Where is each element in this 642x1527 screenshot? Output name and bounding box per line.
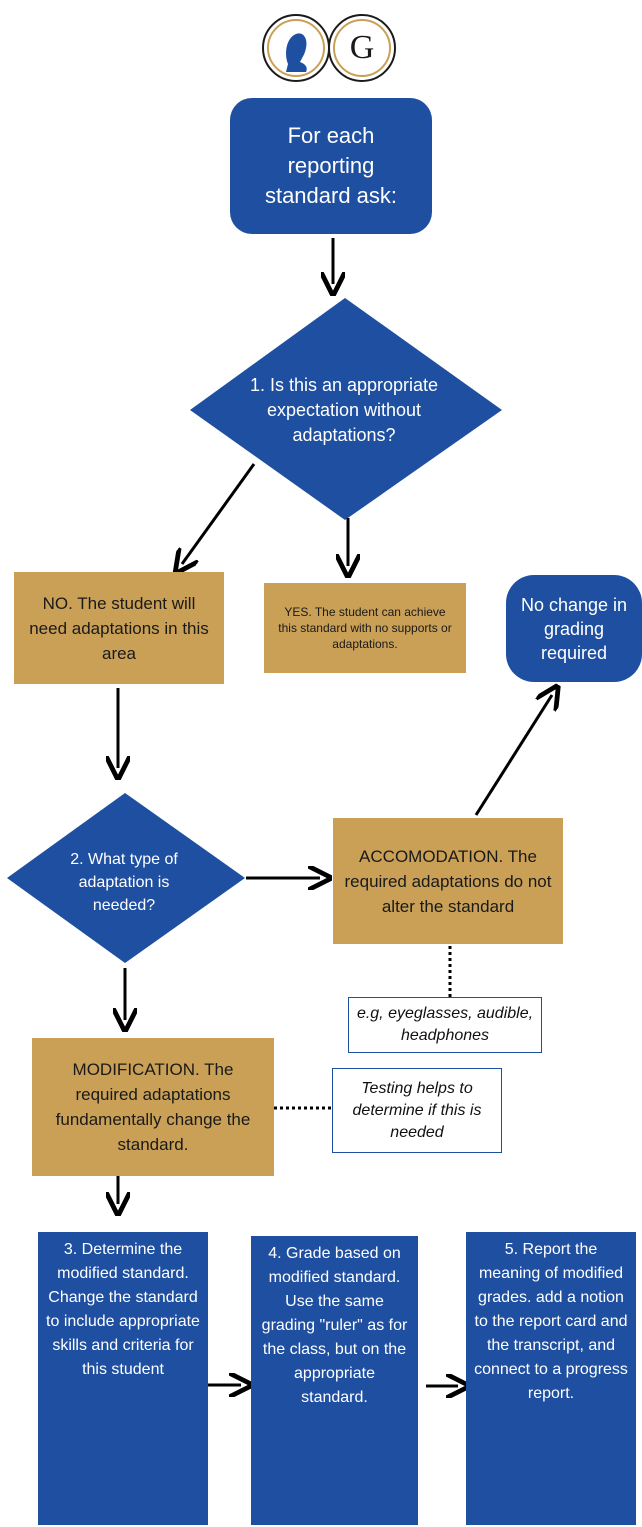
step5-box: 5. Report the meaning of modified grades…	[466, 1232, 636, 1525]
no-box-text: NO. The student will need adaptations in…	[29, 593, 209, 663]
arrow-accommodation-to-nochange	[474, 695, 552, 816]
accommodation-box: ACCOMODATION. The required adaptations d…	[333, 818, 563, 944]
step5-text: 5. Report the meaning of modified grades…	[474, 1241, 628, 1402]
accommodation-note-text: e.g, eyeglasses, audible, headphones	[356, 1005, 534, 1044]
yes-box: YES. The student can achieve this standa…	[264, 583, 466, 673]
yes-box-text: YES. The student can achieve this standa…	[278, 605, 452, 651]
step3-text: 3. Determine the modified standard. Chan…	[46, 1241, 200, 1378]
decision1-diamond	[190, 298, 502, 520]
step3-box: 3. Determine the modified standard. Chan…	[38, 1232, 208, 1525]
logo-monogram: G	[349, 29, 375, 66]
logo-mark-icon	[262, 14, 396, 82]
no-change-terminal: No change in grading required	[506, 575, 642, 682]
step4-box: 4. Grade based on modified standard. Use…	[251, 1236, 418, 1525]
no-box: NO. The student will need adaptations in…	[14, 572, 224, 684]
testing-note-text: Testing helps to determine if this is ne…	[352, 1079, 482, 1141]
decision1-label: 1. Is this an appropriate expectation wi…	[249, 374, 439, 445]
no-change-text: No change in grading required	[520, 594, 628, 663]
modification-box: MODIFICATION. The required adaptations f…	[32, 1038, 274, 1176]
accommodation-text: ACCOMODATION. The required adaptations d…	[344, 846, 552, 916]
accommodation-note: e.g, eyeglasses, audible, headphones	[348, 997, 542, 1053]
start-box: For each reporting standard ask:	[230, 98, 432, 234]
start-text: For each reporting standard ask:	[264, 123, 398, 208]
step4-text: 4. Grade based on modified standard. Use…	[261, 1245, 408, 1406]
decision2-label: 2. What type of adaptation is needed?	[70, 850, 178, 914]
arrow-decision1-to-no	[182, 463, 256, 564]
logo: G	[262, 4, 402, 86]
modification-text: MODIFICATION. The required adaptations f…	[55, 1060, 251, 1154]
testing-note: Testing helps to determine if this is ne…	[332, 1068, 502, 1153]
decision2-diamond	[7, 793, 245, 963]
